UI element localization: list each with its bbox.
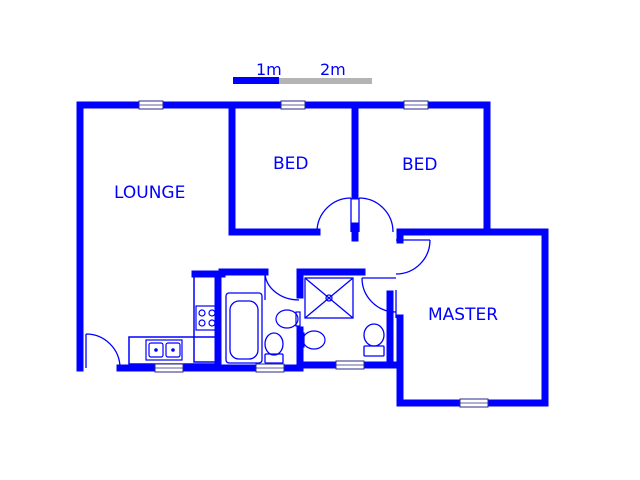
scale-bar-segment-1m: [233, 77, 279, 84]
ensuite-basin-icon: [299, 330, 326, 350]
door-bed2: [358, 197, 394, 233]
room-label-lounge: LOUNGE: [114, 183, 185, 203]
door-master: [395, 239, 431, 275]
scale-bar-segment-2m: [279, 78, 372, 84]
bathtub-icon: [225, 292, 263, 364]
stove-icon: [195, 305, 219, 331]
scale-bar: 1m 2m: [233, 60, 372, 84]
door-bath: [264, 271, 300, 301]
ensuite-toilet-icon: [363, 323, 385, 357]
walls: [76, 101, 549, 407]
scale-label-1m: 1m: [256, 60, 282, 79]
room-label-bed-1: BED: [273, 154, 309, 174]
windows: [138, 100, 489, 408]
shower-icon: [304, 277, 354, 319]
basin-icon: [275, 309, 301, 329]
room-label-bed-2: BED: [402, 155, 438, 175]
door-bed1: [316, 197, 352, 233]
toilet-icon: [264, 332, 284, 364]
window-mullions: [139, 104, 488, 404]
room-label-master: MASTER: [428, 305, 498, 325]
door-swings: [85, 197, 431, 369]
scale-label-2m: 2m: [320, 60, 346, 79]
door-ensuite: [361, 277, 397, 313]
kitchen-sink-icon: [145, 339, 183, 361]
kitchen-counter-vertical: [193, 273, 219, 363]
door-entrance: [85, 333, 121, 369]
